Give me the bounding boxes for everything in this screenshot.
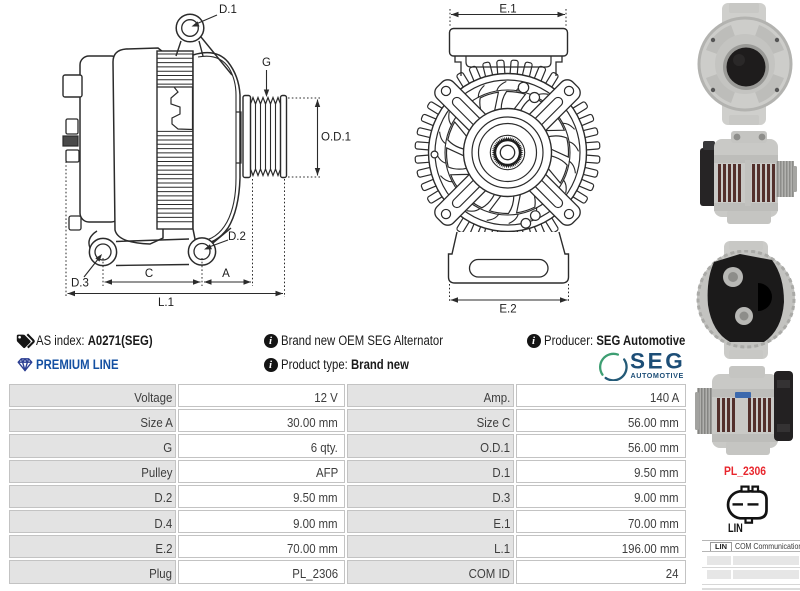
svg-text:D.2: D.2 xyxy=(228,231,246,243)
svg-text:E.1: E.1 xyxy=(499,4,516,16)
svg-text:E.2: E.2 xyxy=(499,304,516,316)
svg-text:A: A xyxy=(222,268,230,280)
svg-text:C: C xyxy=(145,268,153,280)
svg-text:O.D.1: O.D.1 xyxy=(321,132,351,144)
svg-text:L.1: L.1 xyxy=(158,297,174,309)
svg-text:D.3: D.3 xyxy=(71,278,89,290)
svg-text:AUTOMOTIVE: AUTOMOTIVE xyxy=(631,371,684,380)
svg-text:G: G xyxy=(262,57,271,69)
svg-text:D.1: D.1 xyxy=(219,4,237,16)
svg-text:SEG: SEG xyxy=(630,349,685,374)
